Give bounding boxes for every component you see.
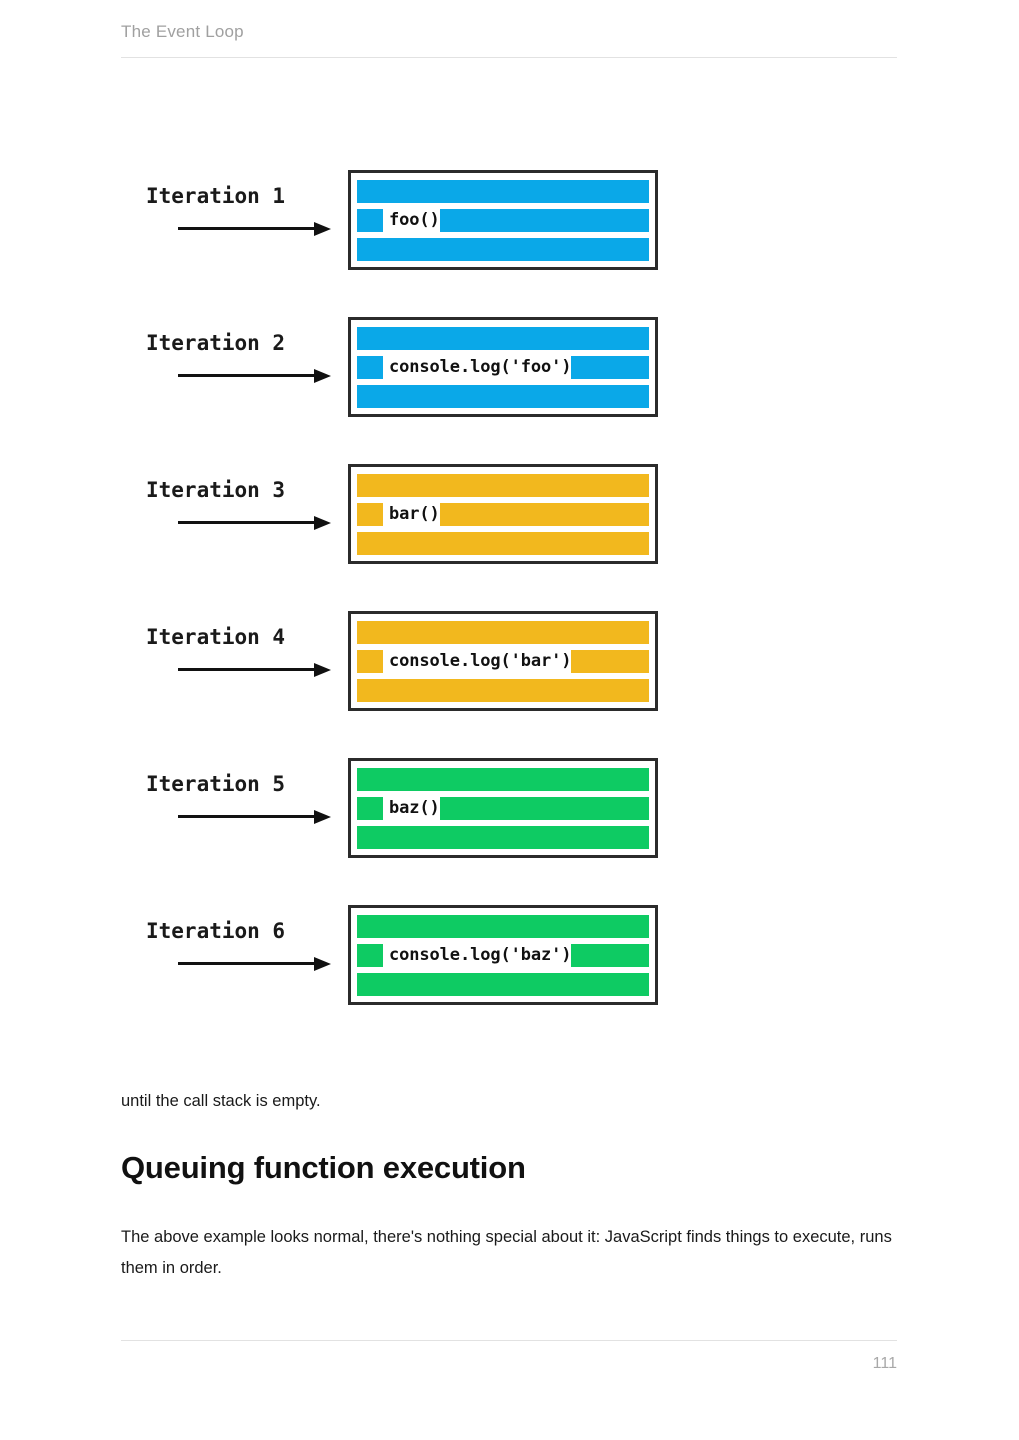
arrow-shaft: [178, 668, 318, 671]
iteration-label: Iteration 4: [146, 625, 286, 649]
call-stack-box: console.log('foo'): [348, 317, 658, 417]
stack-frame-fill: [439, 503, 649, 526]
call-stack-box: baz(): [348, 758, 658, 858]
call-stack-box: console.log('bar'): [348, 611, 658, 711]
iteration-label: Iteration 2: [146, 331, 286, 355]
arrow-head: [314, 222, 331, 236]
stack-bar-bottom: [357, 679, 649, 702]
stack-frame-marker: [357, 356, 383, 379]
section-heading: Queuing function execution: [121, 1150, 526, 1185]
stack-bar-bottom: [357, 826, 649, 849]
iteration-label: Iteration 3: [146, 478, 286, 502]
stack-bar-top: [357, 915, 649, 938]
stack-frame-gap: [383, 944, 389, 967]
stack-frame-label: foo(): [389, 209, 440, 232]
arrow-shaft: [178, 227, 318, 230]
stack-bar-top: [357, 180, 649, 203]
stack-frame-fill: [571, 944, 649, 967]
stack-bar-top: [357, 768, 649, 791]
stack-frame-label: bar(): [389, 503, 440, 526]
stack-bar-current-frame: baz(): [357, 797, 649, 820]
arrow-right-icon: [178, 516, 333, 530]
stack-frame-fill: [439, 209, 649, 232]
stack-bar-top: [357, 327, 649, 350]
stack-frame-label: console.log('foo'): [389, 356, 572, 379]
header-title: The Event Loop: [121, 22, 244, 41]
stack-frame-gap: [383, 797, 389, 820]
arrow-right-icon: [178, 810, 333, 824]
call-stack-box: console.log('baz'): [348, 905, 658, 1005]
arrow-head: [314, 663, 331, 677]
stack-bar-current-frame: console.log('foo'): [357, 356, 649, 379]
arrow-shaft: [178, 374, 318, 377]
iteration-label: Iteration 6: [146, 919, 286, 943]
stack-frame-gap: [383, 356, 389, 379]
arrow-shaft: [178, 815, 318, 818]
iteration-row: Iteration 5 baz(): [121, 748, 911, 895]
arrow-right-icon: [178, 222, 333, 236]
stack-bar-current-frame: foo(): [357, 209, 649, 232]
header-divider: [121, 57, 897, 58]
arrow-head: [314, 957, 331, 971]
iteration-row: Iteration 3 bar(): [121, 454, 911, 601]
stack-frame-marker: [357, 944, 383, 967]
stack-bar-top: [357, 621, 649, 644]
stack-bar-current-frame: console.log('bar'): [357, 650, 649, 673]
stack-frame-marker: [357, 797, 383, 820]
stack-frame-marker: [357, 650, 383, 673]
arrow-right-icon: [178, 957, 333, 971]
iteration-label: Iteration 1: [146, 184, 286, 208]
iteration-row: Iteration 2 console.log('foo'): [121, 307, 911, 454]
iteration-row: Iteration 4 console.log('bar'): [121, 601, 911, 748]
iteration-row: Iteration 6 console.log('baz'): [121, 895, 911, 1015]
footer-divider: [121, 1340, 897, 1341]
stack-frame-label: console.log('baz'): [389, 944, 572, 967]
call-stack-box: bar(): [348, 464, 658, 564]
arrow-head: [314, 810, 331, 824]
caption-after-figure: until the call stack is empty.: [121, 1092, 321, 1110]
stack-frame-label: baz(): [389, 797, 440, 820]
stack-bar-bottom: [357, 238, 649, 261]
call-stack-iterations-diagram: Iteration 1 foo() Iteration 2 console.log('…: [121, 160, 911, 1015]
iteration-row: Iteration 1 foo(): [121, 160, 911, 307]
stack-bar-bottom: [357, 973, 649, 996]
arrow-right-icon: [178, 663, 333, 677]
stack-frame-fill: [571, 650, 649, 673]
stack-frame-fill: [439, 797, 649, 820]
arrow-shaft: [178, 521, 318, 524]
page-number: 111: [872, 1355, 897, 1372]
call-stack-box: foo(): [348, 170, 658, 270]
iteration-label: Iteration 5: [146, 772, 286, 796]
arrow-head: [314, 516, 331, 530]
document-header: The Event Loop: [0, 0, 1019, 58]
stack-bar-bottom: [357, 532, 649, 555]
arrow-head: [314, 369, 331, 383]
arrow-shaft: [178, 962, 318, 965]
stack-frame-gap: [383, 650, 389, 673]
arrow-right-icon: [178, 369, 333, 383]
stack-frame-marker: [357, 209, 383, 232]
body-paragraph: The above example looks normal, there's …: [121, 1228, 892, 1277]
stack-bar-current-frame: console.log('baz'): [357, 944, 649, 967]
stack-frame-marker: [357, 503, 383, 526]
stack-bar-current-frame: bar(): [357, 503, 649, 526]
stack-frame-fill: [571, 356, 649, 379]
stack-frame-gap: [383, 209, 389, 232]
stack-frame-gap: [383, 503, 389, 526]
stack-bar-top: [357, 474, 649, 497]
stack-bar-bottom: [357, 385, 649, 408]
stack-frame-label: console.log('bar'): [389, 650, 572, 673]
